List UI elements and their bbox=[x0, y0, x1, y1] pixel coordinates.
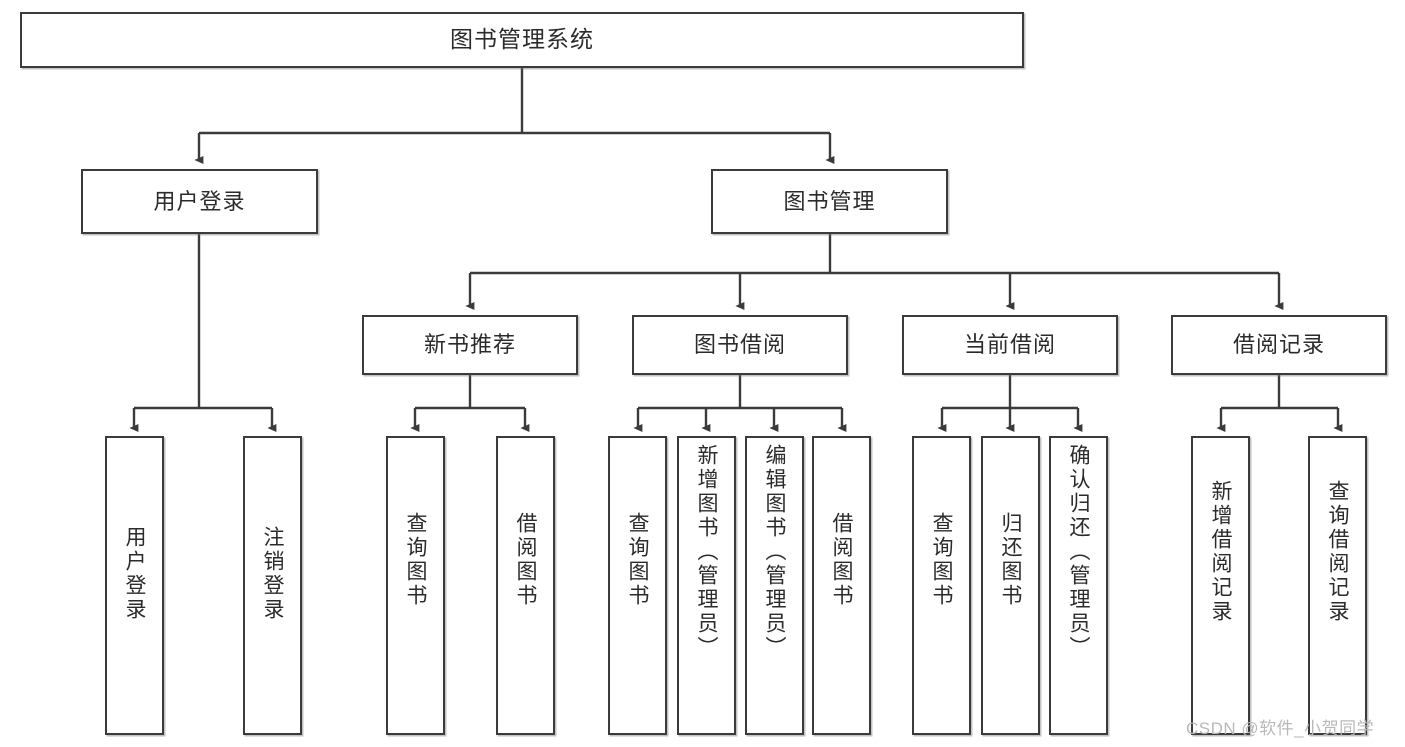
node-label: 注销登录 bbox=[261, 526, 284, 622]
csdn-watermark: CSDN @软件_小贺同学 bbox=[1186, 719, 1375, 738]
node-label: 借阅图书 bbox=[830, 512, 853, 608]
node-label: 图书管理系统 bbox=[450, 26, 594, 53]
leaf-user-login-login[interactable]: 用户登录 bbox=[105, 436, 164, 735]
leaf-recommend-borrow-book[interactable]: 借阅图书 bbox=[496, 436, 555, 735]
node-new-book-recommend[interactable]: 新书推荐 bbox=[362, 315, 578, 375]
node-current-borrow[interactable]: 当前借阅 bbox=[902, 315, 1118, 375]
node-label: 编辑图书（管理员） bbox=[763, 444, 786, 660]
leaf-borrow-borrow-book[interactable]: 借阅图书 bbox=[812, 436, 871, 735]
leaf-borrow-query-book[interactable]: 查询图书 bbox=[608, 436, 667, 735]
node-label: 图书管理 bbox=[783, 188, 876, 214]
node-label: 新书推荐 bbox=[423, 332, 516, 358]
node-root-system[interactable]: 图书管理系统 bbox=[20, 12, 1024, 68]
node-label: 用户登录 bbox=[153, 188, 246, 214]
leaf-borrow-add-book-admin[interactable]: 新增图书（管理员） bbox=[677, 436, 736, 735]
node-label: 查询图书 bbox=[626, 512, 649, 608]
leaf-current-query-book[interactable]: 查询图书 bbox=[912, 436, 971, 735]
node-user-login[interactable]: 用户登录 bbox=[81, 169, 318, 234]
leaf-current-return-book[interactable]: 归还图书 bbox=[981, 436, 1040, 735]
node-book-management[interactable]: 图书管理 bbox=[711, 169, 948, 234]
leaf-current-confirm-return-admin[interactable]: 确认归还（管理员） bbox=[1049, 436, 1108, 735]
node-label: 图书借阅 bbox=[693, 332, 786, 358]
node-label: 借阅记录 bbox=[1232, 332, 1325, 358]
node-label: 用户登录 bbox=[123, 526, 146, 622]
node-label: 查询图书 bbox=[930, 512, 953, 608]
leaf-user-login-logout[interactable]: 注销登录 bbox=[243, 436, 302, 735]
node-label: 新增借阅记录 bbox=[1209, 480, 1232, 624]
node-label: 归还图书 bbox=[999, 512, 1022, 608]
node-label: 新增图书（管理员） bbox=[695, 444, 718, 660]
node-book-borrow[interactable]: 图书借阅 bbox=[632, 315, 848, 375]
leaf-borrow-edit-book-admin[interactable]: 编辑图书（管理员） bbox=[745, 436, 804, 735]
leaf-recommend-query-book[interactable]: 查询图书 bbox=[386, 436, 445, 735]
node-borrow-record[interactable]: 借阅记录 bbox=[1171, 315, 1387, 375]
node-label: 借阅图书 bbox=[514, 512, 537, 608]
node-label: 确认归还（管理员） bbox=[1067, 444, 1090, 660]
node-label: 查询借阅记录 bbox=[1326, 480, 1349, 624]
node-label: 当前借阅 bbox=[963, 332, 1056, 358]
node-label: 查询图书 bbox=[404, 512, 427, 608]
leaf-record-query-record[interactable]: 查询借阅记录 bbox=[1308, 436, 1367, 735]
leaf-record-add-record[interactable]: 新增借阅记录 bbox=[1191, 436, 1250, 735]
